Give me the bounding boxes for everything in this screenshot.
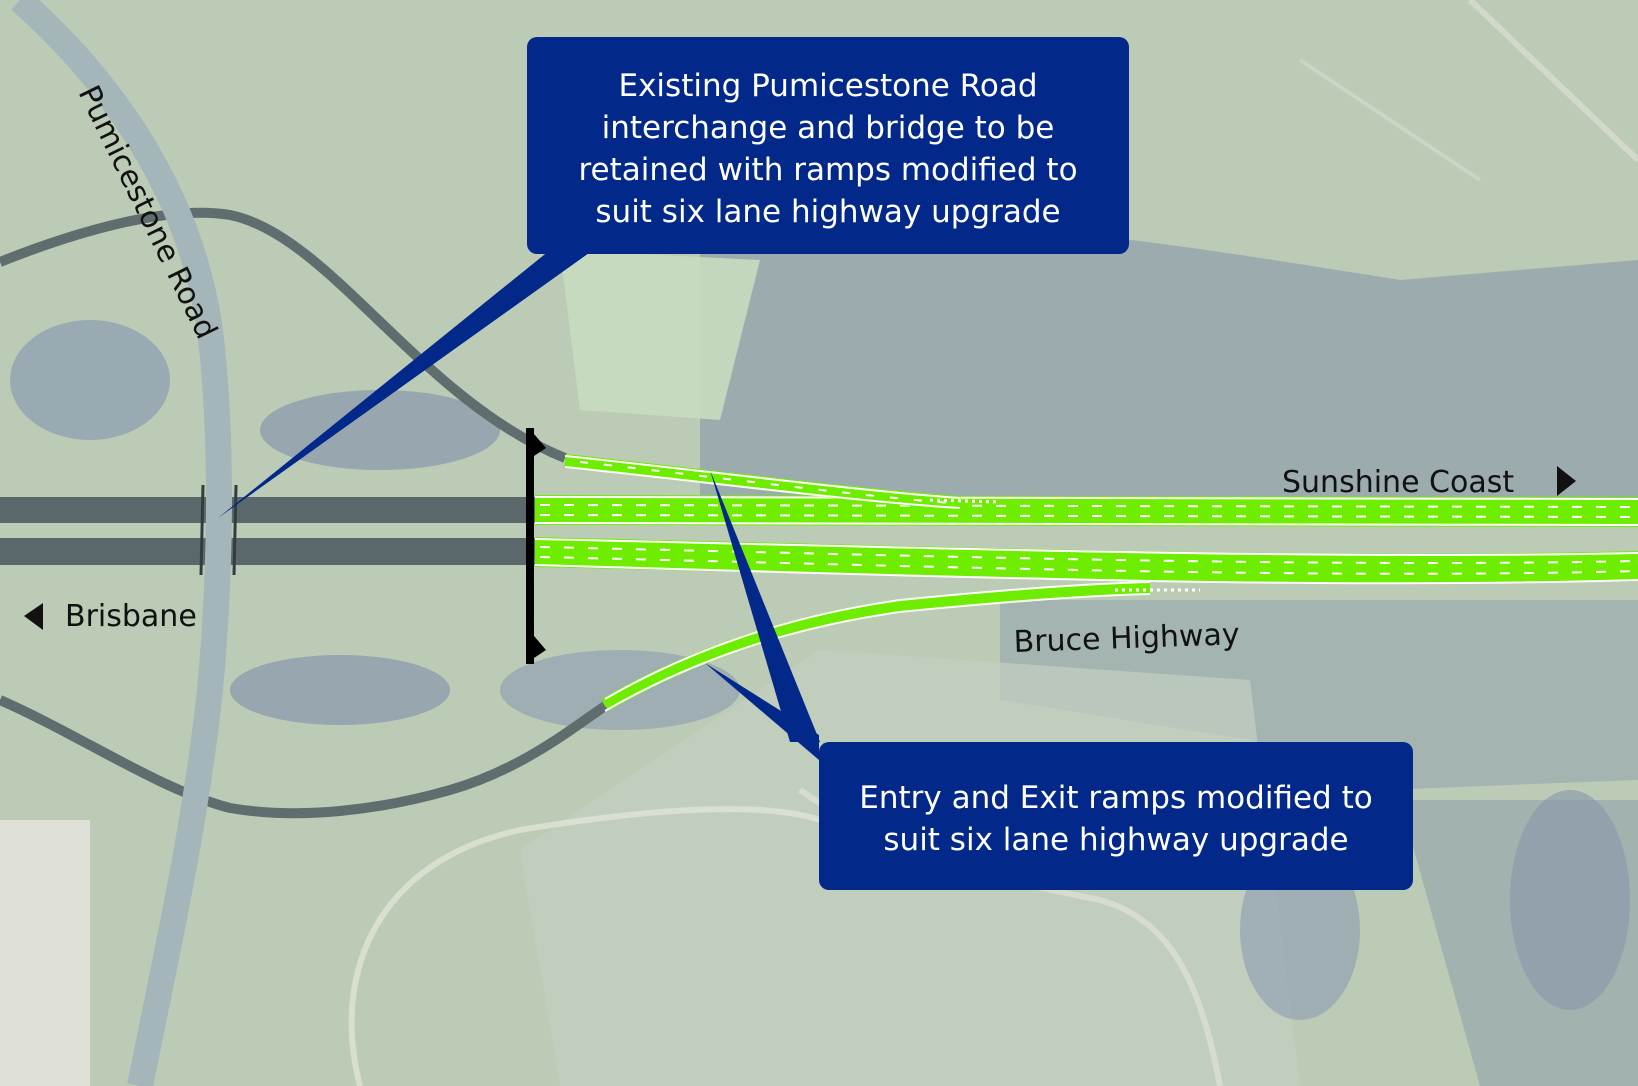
arrow-right-icon (1557, 466, 1576, 496)
callout-line: interchange and bridge to be (602, 110, 1055, 146)
pumicestone-road (11, 0, 238, 1086)
sunshine-coast-direction: Sunshine Coast (1282, 465, 1576, 500)
sunshine-coast-label: Sunshine Coast (1282, 465, 1514, 500)
callout-line: Entry and Exit ramps modified to (859, 780, 1372, 816)
bridge-barrier-west (199, 484, 205, 576)
pointer-to-exit-ramp (710, 470, 820, 742)
chevron-marking (929, 498, 1001, 504)
brisbane-label: Brisbane (65, 599, 197, 634)
callout-pointers (218, 238, 820, 760)
pointer-to-entry-ramp (705, 663, 819, 760)
bruce-highway-label: Bruce Highway (1013, 617, 1240, 660)
limit-tick-top-icon (534, 434, 546, 456)
existing-highway (0, 497, 535, 565)
brisbane-direction: Brisbane (24, 599, 197, 634)
project-limit-marker (526, 428, 546, 664)
existing-ramps (0, 207, 608, 819)
bridge-barrier-east (232, 484, 238, 576)
callout-line: suit six lane highway upgrade (883, 822, 1348, 858)
callout-interchange: Existing Pumicestone Road interchange an… (527, 37, 1129, 254)
callout-line: retained with ramps modified to (578, 152, 1077, 188)
limit-tick-bottom-icon (534, 636, 546, 658)
callout-ramps: Entry and Exit ramps modified to suit si… (819, 742, 1413, 890)
upgraded-bruce-highway (534, 454, 1638, 712)
callout-line: Existing Pumicestone Road (619, 68, 1038, 104)
pointer-to-bridge (218, 238, 610, 518)
arrow-left-icon (24, 603, 43, 630)
callout-line: suit six lane highway upgrade (595, 194, 1060, 230)
